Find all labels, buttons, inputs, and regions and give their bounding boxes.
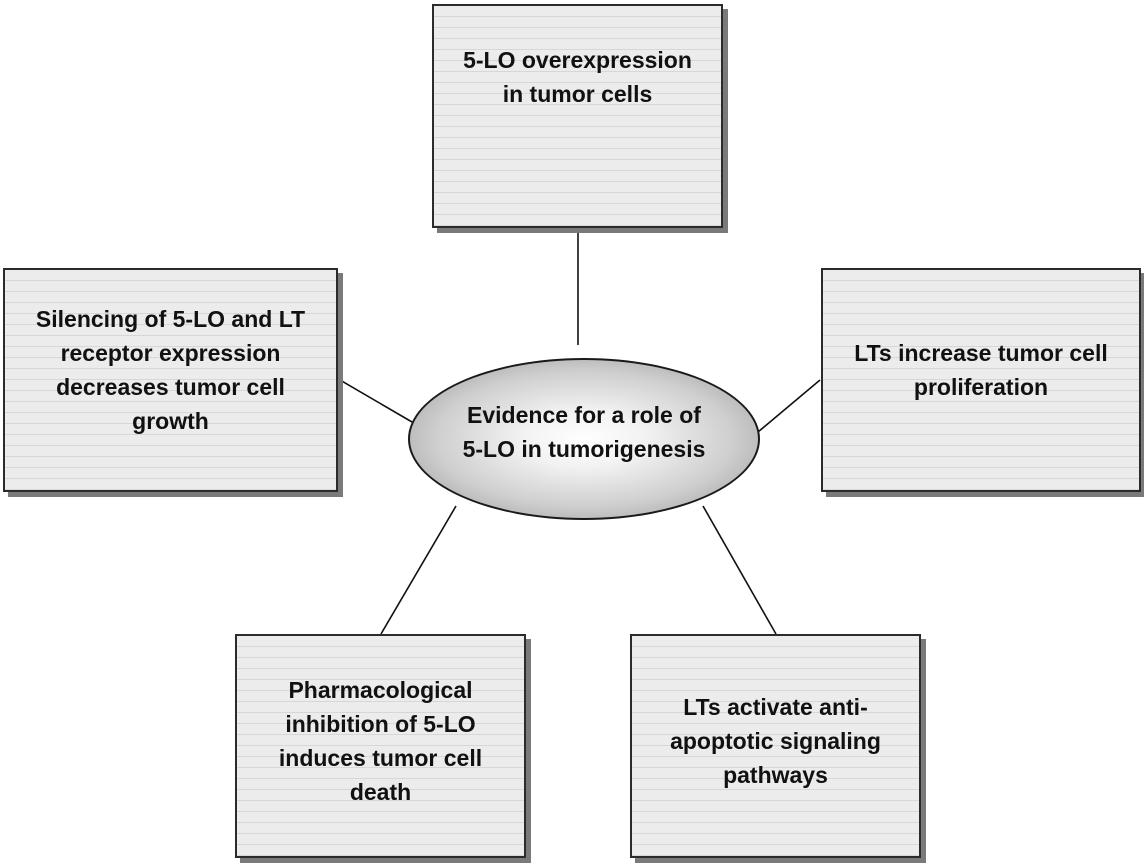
- connector-bottom-right: [702, 505, 777, 635]
- box-top-text: 5-LO overexpression in tumor cells: [463, 47, 692, 107]
- center-ellipse: Evidence for a role of 5-LO in tumorigen…: [408, 358, 760, 520]
- box-lts-proliferation: LTs increase tumor cell proliferation: [821, 268, 1141, 492]
- connector-bottom-left: [380, 505, 457, 635]
- connector-left: [339, 379, 413, 423]
- connector-right: [757, 379, 821, 433]
- box-silencing-5lo: Silencing of 5-LO and LT receptor expres…: [3, 268, 338, 492]
- box-lts-anti-apoptotic: LTs activate anti- apoptotic signaling p…: [630, 634, 921, 858]
- box-5lo-overexpression: 5-LO overexpression in tumor cells: [432, 4, 723, 228]
- box-pharmacological-inhibition: Pharmacological inhibition of 5-LO induc…: [235, 634, 526, 858]
- box-bottom-left-text: Pharmacological inhibition of 5-LO induc…: [278, 677, 483, 805]
- box-left-text: Silencing of 5-LO and LT receptor expres…: [35, 306, 306, 434]
- box-right-text: LTs increase tumor cell proliferation: [854, 340, 1108, 400]
- box-bottom-right-text: LTs activate anti- apoptotic signaling p…: [670, 694, 881, 788]
- center-text: Evidence for a role of 5-LO in tumorigen…: [462, 402, 706, 462]
